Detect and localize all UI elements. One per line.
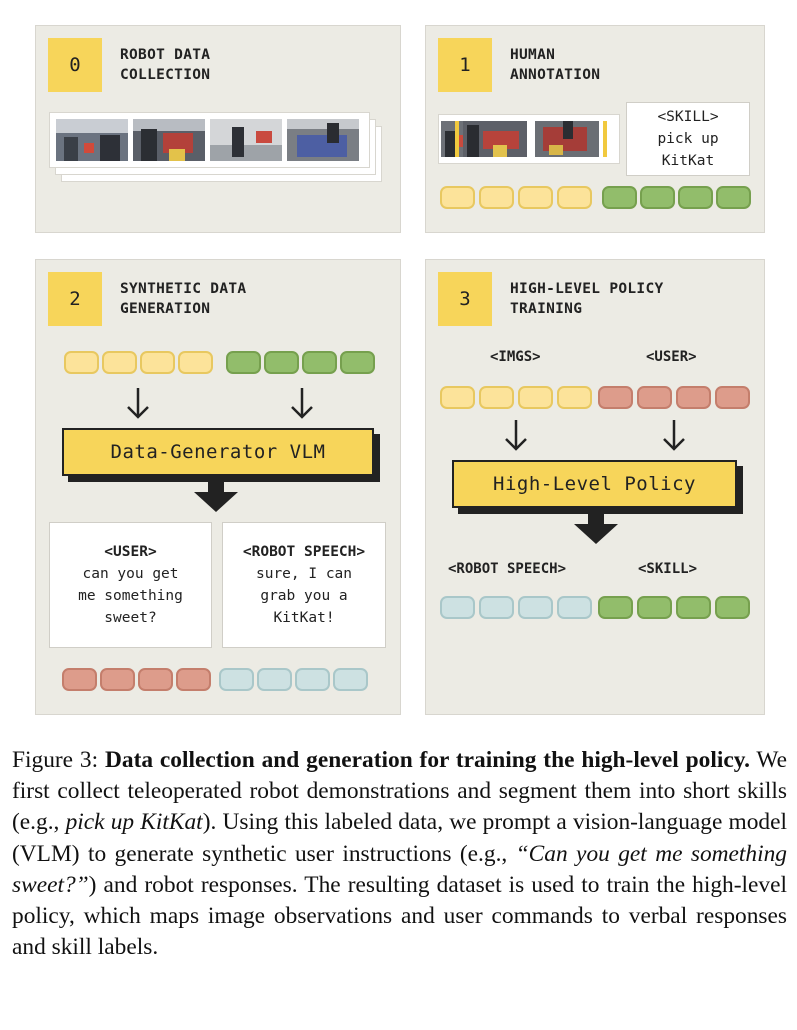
user-tag: <USER> xyxy=(104,544,157,560)
user-text-line: me something xyxy=(78,588,183,604)
image-token xyxy=(479,186,514,209)
user-token xyxy=(62,668,97,691)
speech-token xyxy=(219,668,254,691)
skill-token xyxy=(340,351,375,374)
high-level-policy-box: High-Level Policy xyxy=(452,460,737,508)
speech-token xyxy=(557,596,592,619)
panel-0-title: ROBOT DATA COLLECTION xyxy=(120,47,211,83)
skill-token xyxy=(715,596,750,619)
skill-token xyxy=(676,596,711,619)
down-arrow-icon xyxy=(291,388,313,419)
skill-token xyxy=(678,186,713,209)
caption-prefix: Figure 3: xyxy=(12,747,105,773)
image-token xyxy=(557,386,592,409)
user-tag: <USER> xyxy=(646,349,697,365)
caption-text: ). Using this labeled data, we prompt a … xyxy=(12,809,787,867)
down-arrow-icon xyxy=(127,388,149,419)
skill-label-box: <SKILL> pick up KitKat xyxy=(626,102,750,176)
panel-3-title: HIGH-LEVEL POLICY TRAINING xyxy=(510,281,664,317)
speech-token xyxy=(518,596,553,619)
image-token xyxy=(518,186,553,209)
image-token xyxy=(557,186,592,209)
speech-text-line: grab you a xyxy=(260,588,348,604)
segment-end-marker xyxy=(603,121,607,157)
speech-token xyxy=(333,668,368,691)
user-token xyxy=(676,386,711,409)
image-token xyxy=(440,186,475,209)
caption-text: ) and robot responses. The resulting dat… xyxy=(12,871,787,961)
panel-robot-data-collection: 0 ROBOT DATA COLLECTION xyxy=(35,25,401,233)
panel-2-title: SYNTHETIC DATA GENERATION xyxy=(120,281,247,317)
speech-text-line: sure, I can xyxy=(255,566,353,582)
robot-camera-frame xyxy=(210,119,282,161)
caption-italic-example: “Can you get me something sweet?” xyxy=(12,840,788,898)
caption-bold-title: Data collection and generation for train… xyxy=(104,747,750,773)
skill-text-line: pick up xyxy=(657,131,719,147)
imgs-tag: <IMGS> xyxy=(490,349,541,365)
speech-token xyxy=(257,668,292,691)
image-token xyxy=(102,351,137,374)
clip-frame xyxy=(463,121,527,157)
robot-camera-frame xyxy=(133,119,205,161)
image-token xyxy=(440,386,475,409)
skill-token xyxy=(598,596,633,619)
speech-token xyxy=(440,596,475,619)
step-number-2: 2 xyxy=(48,272,102,326)
skill-token xyxy=(602,186,637,209)
speech-text-line: KitKat! xyxy=(273,610,335,626)
skill-token xyxy=(637,596,672,619)
image-token xyxy=(178,351,213,374)
user-token xyxy=(100,668,135,691)
skill-tag: <SKILL> xyxy=(657,109,719,125)
step-number-3: 3 xyxy=(438,272,492,326)
user-text-line: sweet? xyxy=(104,610,157,626)
caption-text: We first collect teleoperated robot demo… xyxy=(12,747,787,836)
skill-token xyxy=(640,186,675,209)
down-arrow-icon xyxy=(505,420,527,451)
skill-text-line: KitKat xyxy=(661,153,715,169)
skill-tag: <SKILL> xyxy=(638,561,698,577)
image-token xyxy=(64,351,99,374)
skill-token xyxy=(226,351,261,374)
annotated-clip-strip xyxy=(438,114,620,164)
speech-token xyxy=(479,596,514,619)
user-token xyxy=(176,668,211,691)
skill-token xyxy=(264,351,299,374)
user-instruction-box: <USER> can you get me something sweet? xyxy=(49,522,212,648)
panel-human-annotation: 1 HUMAN ANNOTATION <SKILL> pick up KitKa… xyxy=(425,25,765,233)
figure-caption: Figure 3: Data collection and generation… xyxy=(12,745,787,963)
image-strip xyxy=(49,112,370,168)
image-token xyxy=(140,351,175,374)
user-text-line: can you get xyxy=(82,566,179,582)
skill-token xyxy=(302,351,337,374)
data-generator-vlm-box: Data-Generator VLM xyxy=(62,428,374,476)
robot-speech-box: <ROBOT SPEECH> sure, I can grab you a Ki… xyxy=(222,522,386,648)
robot-speech-tag: <ROBOT SPEECH> xyxy=(242,544,366,560)
caption-italic-example: pick up KitKat xyxy=(65,809,203,836)
clip-frame xyxy=(535,121,599,157)
panel-high-level-policy-training: 3 HIGH-LEVEL POLICY TRAINING <IMGS> <USE… xyxy=(425,259,765,715)
thick-down-arrow-icon xyxy=(574,506,618,544)
image-token xyxy=(518,386,553,409)
user-token xyxy=(138,668,173,691)
panel-synthetic-data-generation: 2 SYNTHETIC DATA GENERATION Data-Generat… xyxy=(35,259,401,715)
image-token xyxy=(479,386,514,409)
step-number-0: 0 xyxy=(48,38,102,92)
robot-camera-frame xyxy=(56,119,128,161)
speech-token xyxy=(295,668,330,691)
step-number-1: 1 xyxy=(438,38,492,92)
robot-camera-frame xyxy=(287,119,359,161)
user-token xyxy=(715,386,750,409)
down-arrow-icon xyxy=(663,420,685,451)
skill-token xyxy=(716,186,751,209)
panel-1-title: HUMAN ANNOTATION xyxy=(510,47,601,83)
user-token xyxy=(637,386,672,409)
thick-down-arrow-icon xyxy=(194,474,238,512)
segment-start-marker xyxy=(455,121,459,157)
robot-speech-tag: <ROBOT SPEECH> xyxy=(448,561,567,577)
user-token xyxy=(598,386,633,409)
